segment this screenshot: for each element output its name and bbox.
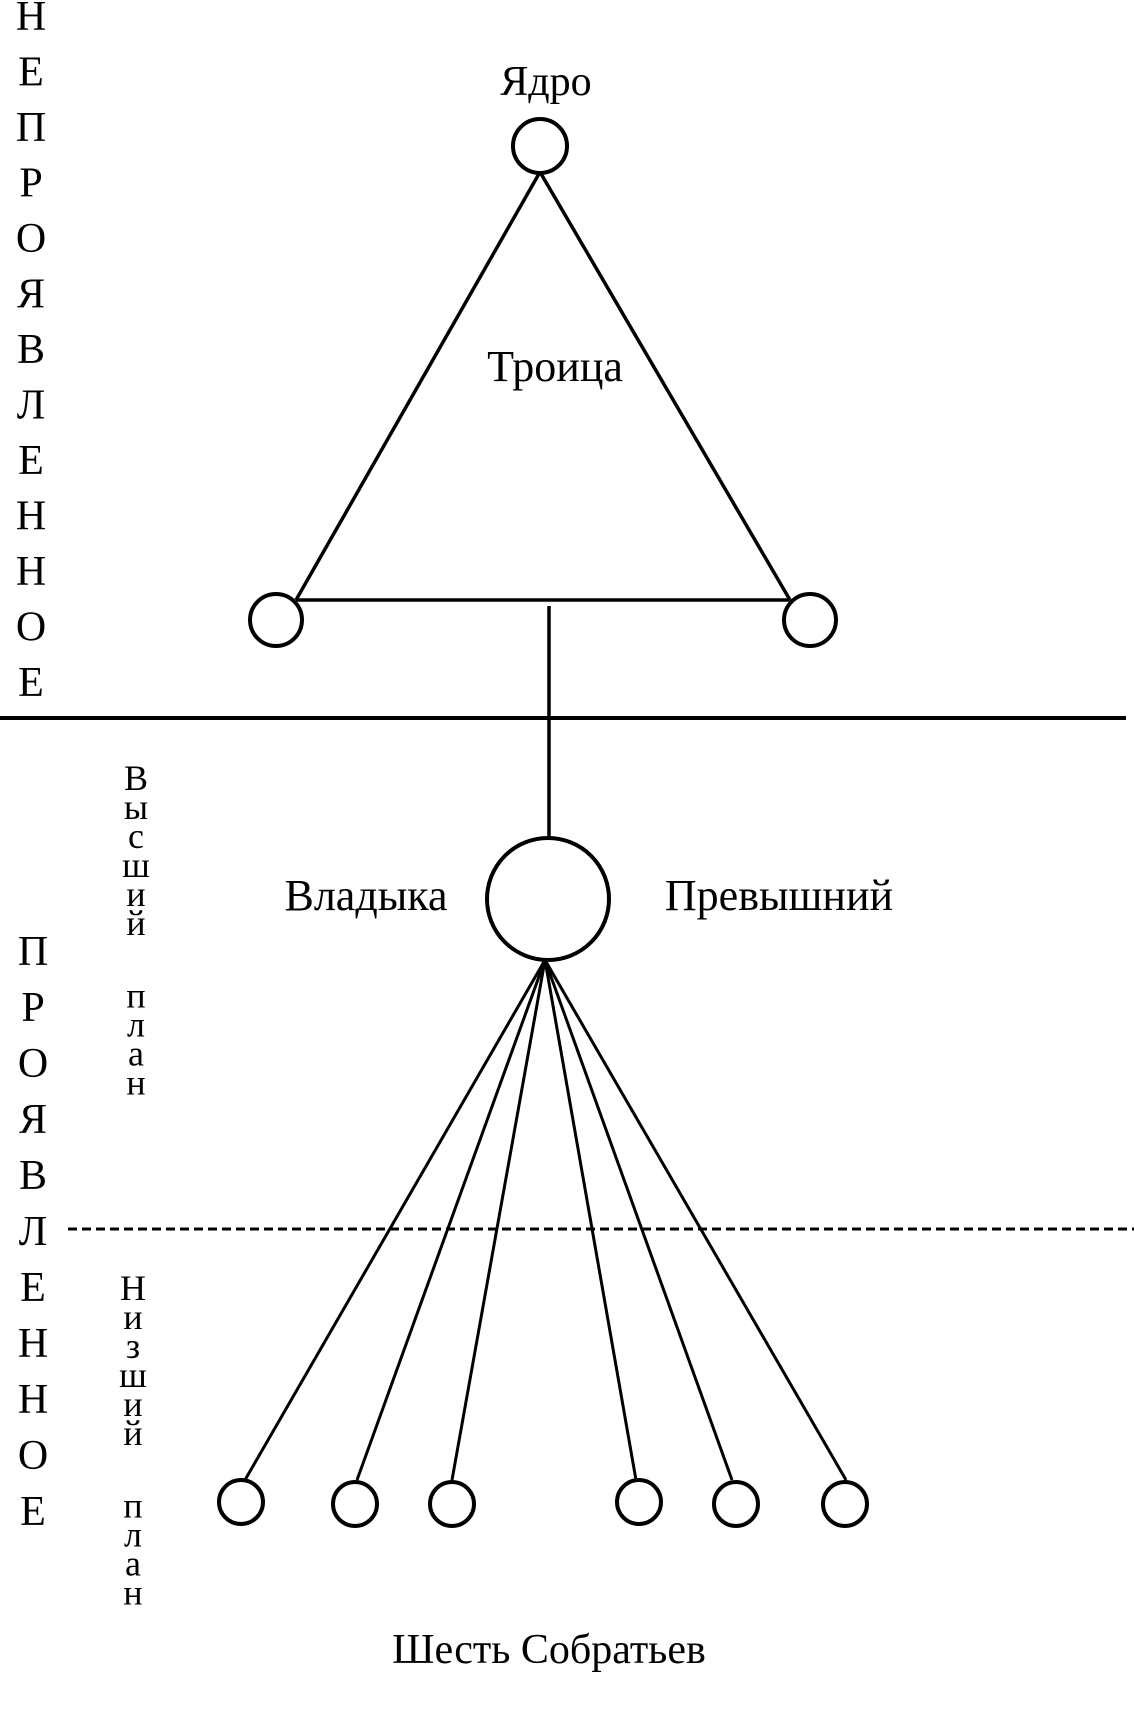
trinity-left-node	[248, 592, 304, 648]
core-node	[511, 117, 569, 175]
lord-node	[485, 836, 611, 962]
triangle-left-edge	[294, 171, 542, 601]
ray-6	[543, 959, 848, 1481]
brother-node-1	[217, 1478, 265, 1526]
brother-node-4	[615, 1478, 663, 1526]
ray-4	[543, 959, 638, 1481]
brother-node-3	[428, 1480, 476, 1528]
brother-node-5	[712, 1480, 760, 1528]
ray-2	[355, 959, 547, 1481]
ray-1	[243, 959, 547, 1481]
brother-node-6	[821, 1480, 869, 1528]
brethren-rays	[243, 959, 848, 1481]
trinity-label: Троица	[487, 342, 623, 391]
core-label: Ядро	[500, 59, 591, 105]
ray-3	[450, 959, 547, 1481]
ray-5	[543, 959, 734, 1481]
brother-node-2	[331, 1480, 379, 1528]
supreme-label: Превышний	[665, 871, 893, 920]
triangle-right-edge	[538, 171, 792, 601]
trinity-right-node	[782, 592, 838, 648]
six-brethren-label: Шесть Собратьев	[392, 1627, 706, 1673]
lord-label: Владыка	[284, 871, 447, 920]
six-brethren-nodes	[217, 1478, 869, 1528]
